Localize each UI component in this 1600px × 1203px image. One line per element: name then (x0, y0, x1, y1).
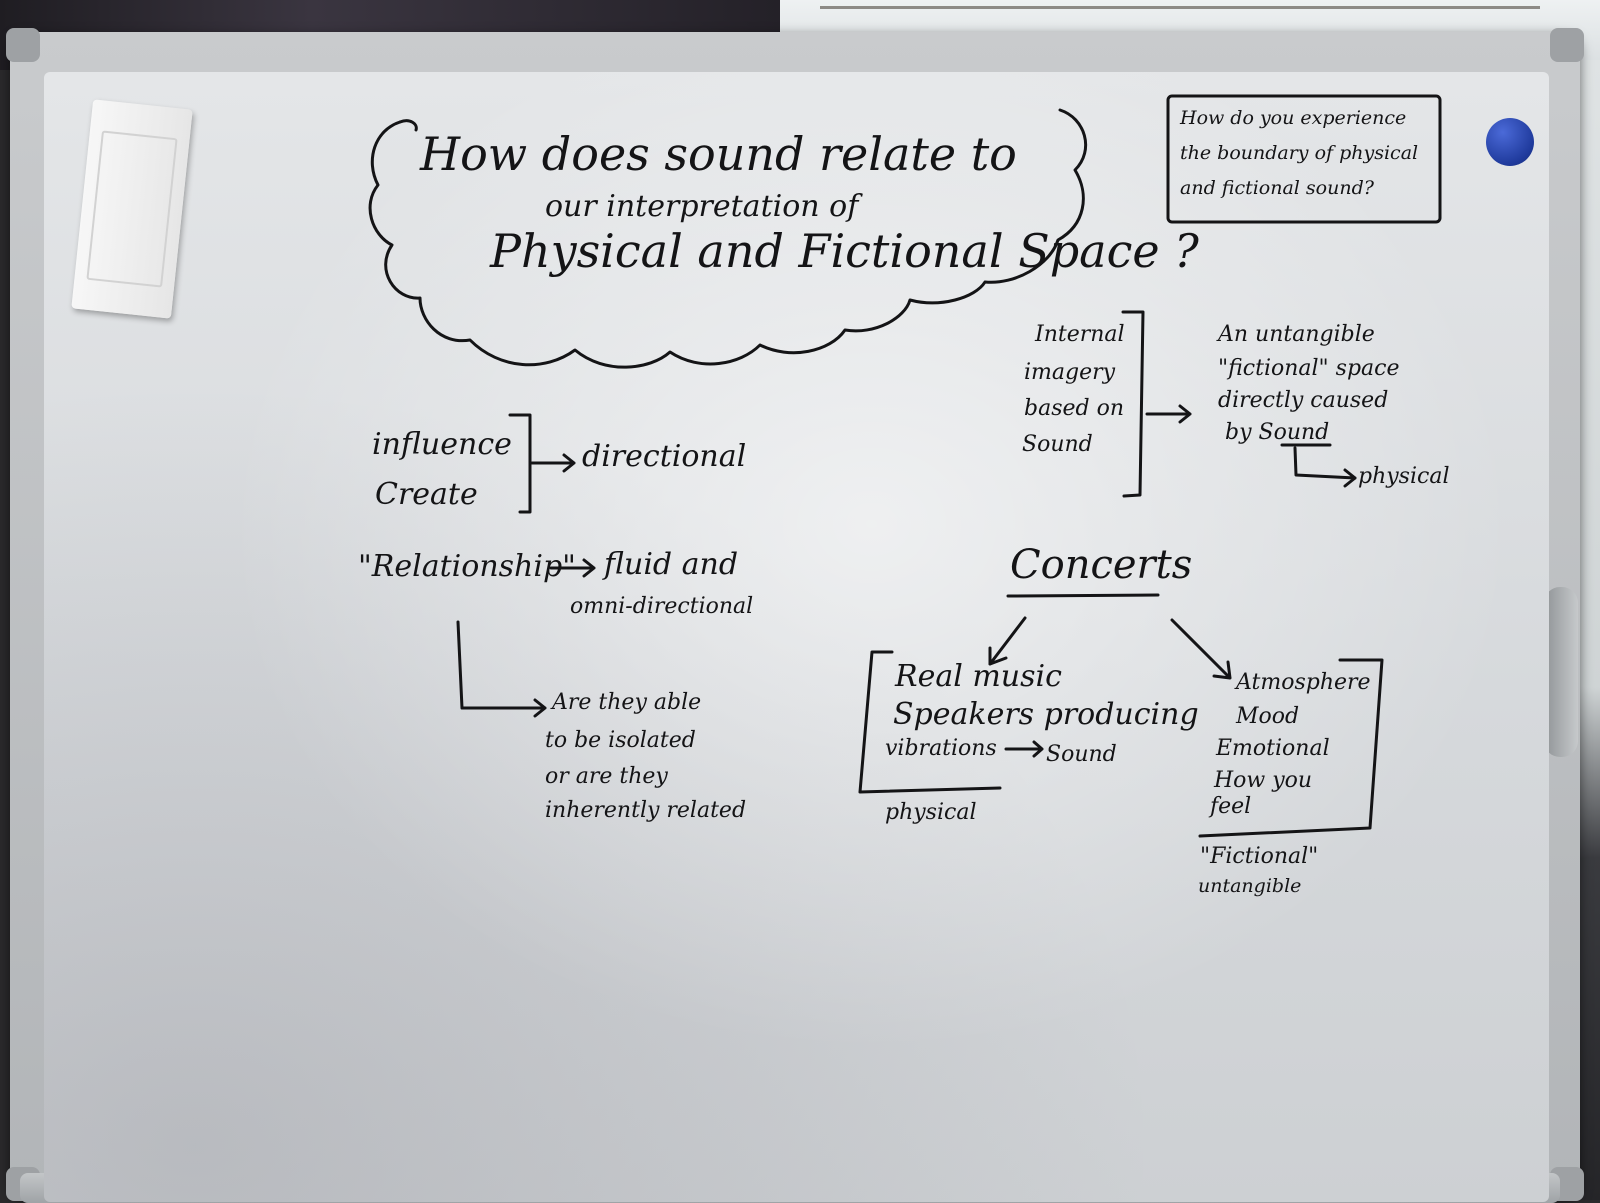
vibrations-label: vibrations (885, 736, 997, 761)
influence-bracket (508, 413, 532, 514)
question-box-line3: and fictional sound? (1180, 177, 1374, 199)
physical-arrow-label: physical (1358, 464, 1450, 489)
question-box-line2: the boundary of physical (1180, 142, 1419, 164)
internal-bracket (1121, 310, 1145, 498)
create-label: Create (375, 477, 478, 512)
title-cloud-left (398, 119, 418, 132)
fictional-label: "Fictional" (1200, 844, 1319, 869)
physical-label: physical (885, 800, 977, 825)
untangible-line3: directly caused (1218, 388, 1389, 413)
concerts-underline (1006, 593, 1160, 598)
frame-corner (6, 28, 40, 62)
relationship-arrow (549, 558, 596, 578)
whiteboard-surface (44, 72, 1549, 1202)
concerts-left-arrow (988, 616, 1027, 666)
directional-arrow (530, 453, 576, 473)
speakers-label: Speakers producing (893, 697, 1199, 732)
question-box-line1: How do you experience (1180, 107, 1407, 129)
fluid-label: fluid and (604, 547, 739, 582)
internal-line3: based on (1024, 396, 1124, 421)
fictional-bracket (1198, 658, 1384, 838)
atmosphere-label: Atmosphere (1236, 670, 1371, 695)
how-you-label: How you (1214, 768, 1313, 793)
untangible-line2: "fictional" space (1218, 356, 1400, 381)
stand-handle (1544, 587, 1578, 757)
untangible-line1: An untangible (1218, 322, 1375, 347)
title-line3: Physical and Fictional Space ? (490, 224, 1199, 278)
influence-label: influence (372, 427, 512, 462)
blue-magnet[interactable] (1486, 118, 1534, 166)
eraser-grip (86, 130, 178, 288)
isolated-line1: Are they able (552, 690, 702, 715)
omni-label: omni-directional (570, 594, 754, 619)
isolated-line3: or are they (545, 764, 668, 789)
internal-line2: imagery (1024, 360, 1116, 385)
relationship-label: "Relationship" (358, 549, 576, 584)
real-music-label: Real music (895, 659, 1062, 694)
mood-label: Mood (1236, 704, 1300, 729)
isolated-arrow (456, 620, 547, 718)
internal-line4: Sound (1022, 432, 1093, 457)
title-cloud-outline (368, 108, 1088, 369)
title-line2: our interpretation of (545, 189, 859, 224)
physical-arrow (1293, 446, 1357, 488)
concerts-heading: Concerts (1010, 542, 1193, 588)
feel-label: feel (1210, 794, 1252, 819)
untangible-line4: by Sound (1225, 420, 1330, 445)
concerts-right-arrow (1170, 618, 1232, 680)
question-box-border (1166, 94, 1442, 224)
emotional-label: Emotional (1216, 736, 1330, 761)
vibrations-arrow (1004, 740, 1044, 758)
sound-label: Sound (1046, 742, 1117, 767)
frame-corner (1550, 28, 1584, 62)
title-line1: How does sound relate to (420, 127, 1017, 181)
internal-line1: Internal (1035, 322, 1125, 347)
untangible-label: untangible (1198, 875, 1302, 897)
isolated-line4: inherently related (545, 798, 747, 823)
untangible-arrow (1145, 404, 1192, 424)
isolated-line2: to be isolated (545, 728, 696, 753)
physical-bracket (858, 650, 1002, 794)
directional-label: directional (582, 439, 747, 474)
